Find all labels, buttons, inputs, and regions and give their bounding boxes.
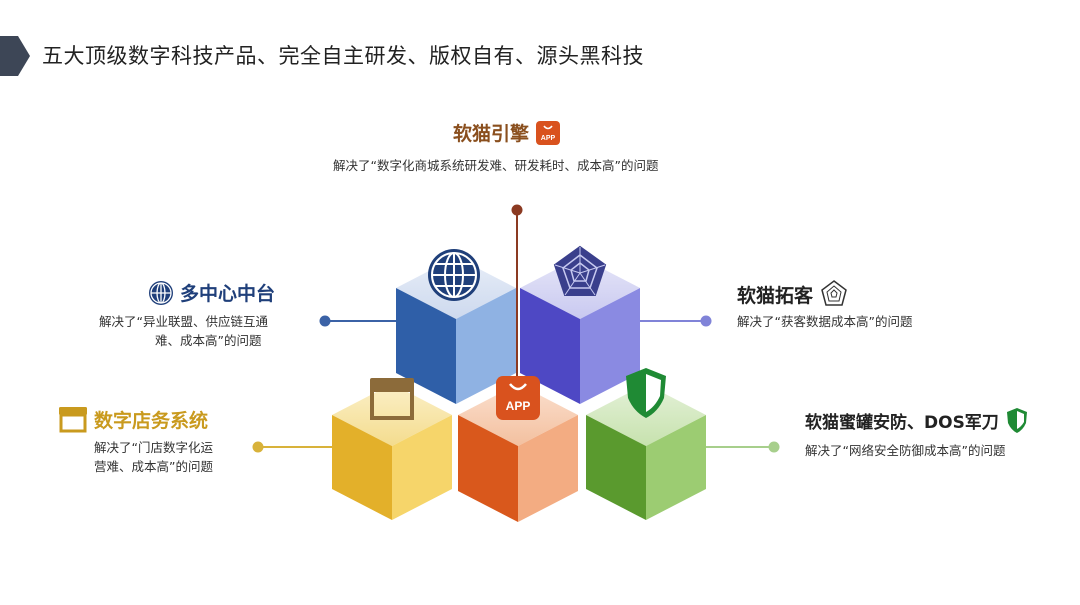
radar-icon (821, 280, 847, 306)
globe-icon (149, 280, 173, 305)
globe-icon (428, 249, 480, 301)
midplatform-name: 多中心中台 (180, 283, 276, 305)
security-name: 软猫蜜罐安防、DOS军刀 (805, 412, 999, 433)
security-label: 软猫蜜罐安防、DOS军刀 (805, 406, 1029, 434)
app-bag-icon: APP (496, 376, 540, 420)
midplatform-desc-line2: 难、成本高”的问题 (155, 333, 262, 348)
engine-name: 软猫引擎 (453, 123, 530, 145)
engine-desc: 解决了“数字化商城系统研发难、研发耗时、成本高”的问题 (333, 158, 659, 173)
security-desc: 解决了“网络安全防御成本高”的问题 (805, 443, 1006, 458)
store-name: 数字店务系统 (94, 409, 209, 432)
header-tab-marker (0, 36, 30, 76)
store-desc-line2: 营难、成本高”的问题 (94, 459, 213, 474)
acquire-name: 软猫拓客 (737, 284, 814, 307)
acquire-desc: 解决了“获客数据成本高”的问题 (737, 314, 913, 329)
acquire-label: 软猫拓客 (737, 279, 849, 309)
shield-icon (1006, 408, 1027, 433)
store-label: 数字店务系统 (58, 405, 208, 433)
green-cube (586, 384, 706, 520)
yellow-cube (332, 384, 452, 520)
security-dot (768, 441, 780, 453)
engine-label: 软猫引擎 APP (453, 119, 561, 146)
acquire-dot (700, 315, 712, 327)
engine-dot (511, 204, 523, 216)
store-desc-line1: 解决了“门店数字化运 (94, 440, 213, 455)
midplatform-desc-line1: 解决了“异业联盟、供应链互通 (99, 314, 268, 329)
radar-icon (553, 245, 607, 296)
storefront-icon (370, 378, 414, 420)
app-icon-text: APP (506, 399, 531, 413)
storefront-icon (59, 407, 87, 433)
store-dot (252, 441, 264, 453)
connector-dots (252, 204, 780, 453)
app-icon-text-small: APP (541, 135, 556, 142)
midplatform-label: 多中心中台 (148, 279, 275, 306)
page-title: 五大顶级数字科技产品、完全自主研发、版权自有、源头黑科技 (42, 44, 644, 68)
midplatform-dot (319, 315, 331, 327)
app-bag-icon: APP (536, 120, 561, 145)
shield-icon (626, 368, 666, 418)
